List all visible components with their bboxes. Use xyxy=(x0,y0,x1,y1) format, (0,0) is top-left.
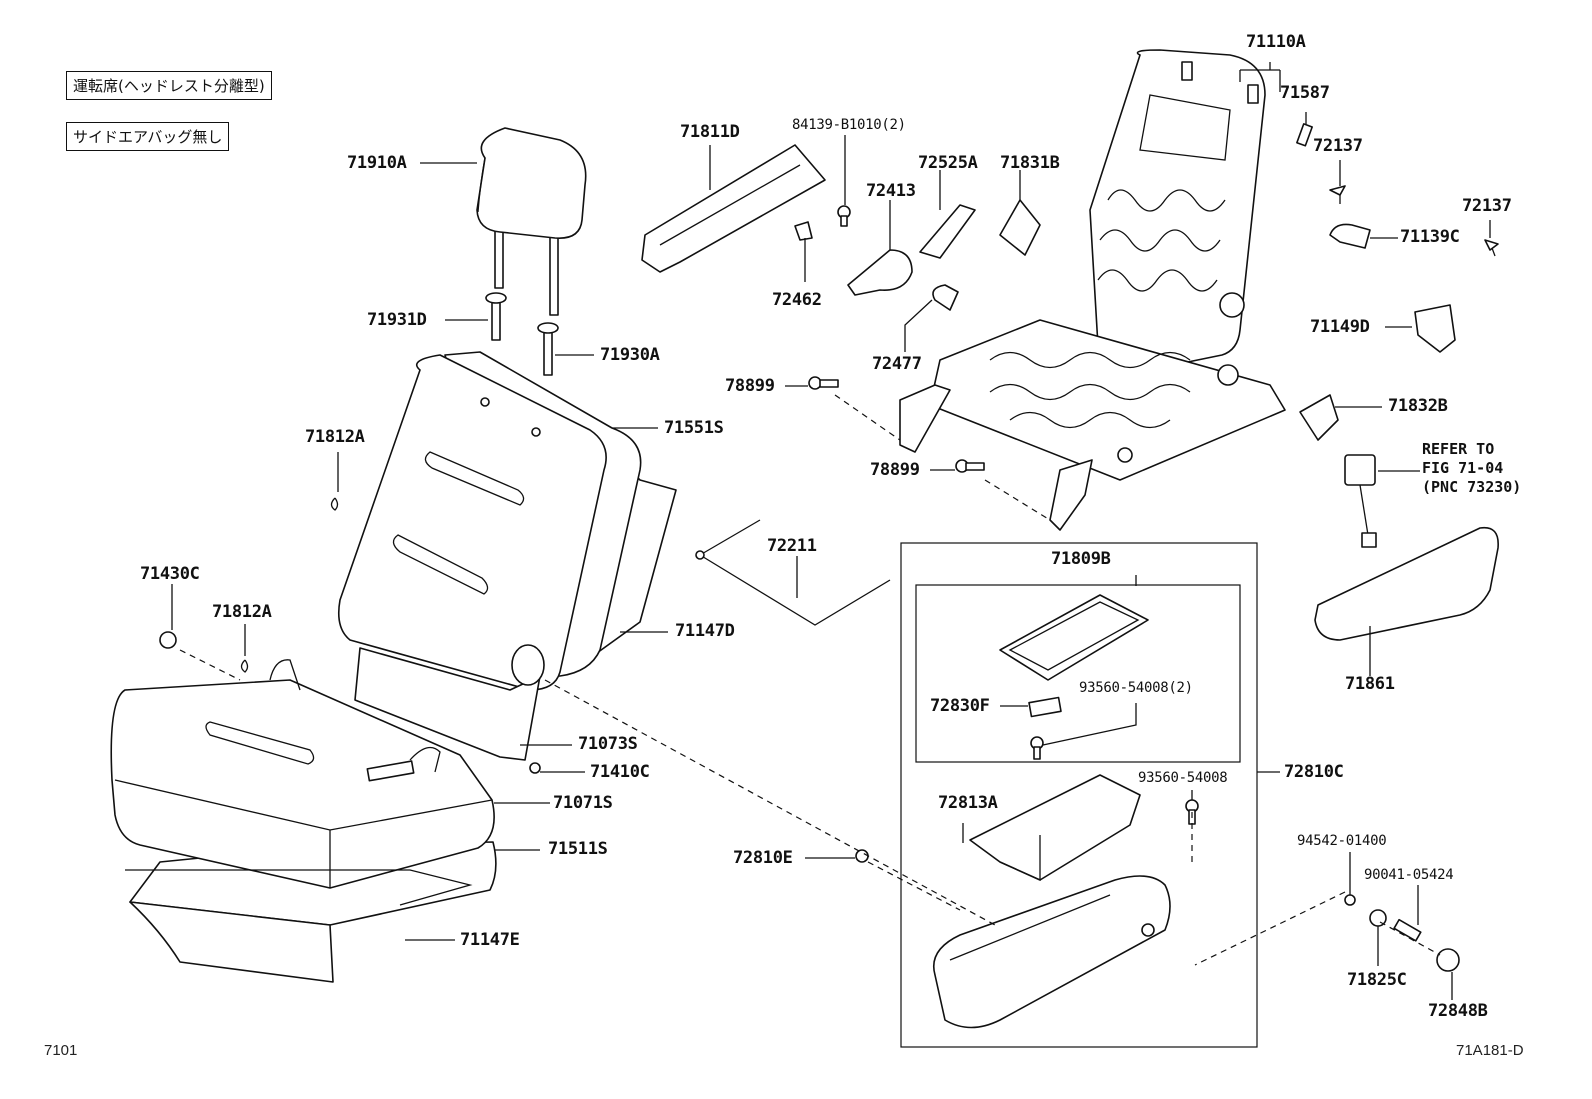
label-90041-05424[interactable]: 90041-05424 xyxy=(1364,867,1454,883)
note-no-side-airbag: サイドエアバッグ無し xyxy=(66,122,230,151)
hardware-78899b-drawing xyxy=(955,459,985,473)
label-72830F[interactable]: 72830F xyxy=(930,696,990,716)
seatback-drawing xyxy=(337,351,677,761)
label-71930A[interactable]: 71930A xyxy=(600,345,660,365)
wire-72211-drawing xyxy=(695,519,891,626)
label-71147D[interactable]: 71147D xyxy=(675,621,735,641)
footer-figure-number: 7101 xyxy=(44,1042,78,1059)
label-78899-b[interactable]: 78899 xyxy=(870,460,920,480)
label-93560-54008-2[interactable]: 93560-54008(2) xyxy=(1079,680,1193,696)
label-71587[interactable]: 71587 xyxy=(1280,83,1330,103)
label-71149D[interactable]: 71149D xyxy=(1310,317,1370,337)
label-71831B[interactable]: 71831B xyxy=(1000,153,1060,173)
hardware-71139C-drawing xyxy=(1329,223,1371,249)
label-71147E[interactable]: 71147E xyxy=(460,930,520,950)
label-84139-B1010[interactable]: 84139-B1010(2) xyxy=(792,117,906,133)
label-71825C[interactable]: 71825C xyxy=(1347,970,1407,990)
label-72477[interactable]: 72477 xyxy=(872,354,922,374)
label-71812A-b[interactable]: 71812A xyxy=(212,602,272,622)
hardware-71812Aa-drawing xyxy=(330,497,339,511)
hardware-72810E-drawing xyxy=(855,849,869,863)
label-71812A-a[interactable]: 71812A xyxy=(305,427,365,447)
seat-frame-drawing xyxy=(899,49,1286,531)
label-71139C[interactable]: 71139C xyxy=(1400,227,1460,247)
label-72525A[interactable]: 72525A xyxy=(918,153,978,173)
armrest-box-frame xyxy=(900,542,1258,1048)
label-72413[interactable]: 72413 xyxy=(866,181,916,201)
label-71110A[interactable]: 71110A xyxy=(1246,32,1306,52)
label-71551S[interactable]: 71551S xyxy=(664,418,724,438)
label-71931D[interactable]: 71931D xyxy=(367,310,427,330)
armrest-cover-drawing xyxy=(999,594,1149,681)
headrest-guides-drawing xyxy=(485,292,559,376)
label-72848B[interactable]: 72848B xyxy=(1428,1001,1488,1021)
label-72810C[interactable]: 72810C xyxy=(1284,762,1344,782)
dashed-assembly-lines xyxy=(179,394,1441,966)
label-71511S[interactable]: 71511S xyxy=(548,839,608,859)
hardware-90041-drawing xyxy=(1393,918,1422,942)
hardware-72477-drawing xyxy=(932,284,959,311)
label-71861[interactable]: 71861 xyxy=(1345,674,1395,694)
buckle-drawing xyxy=(1344,454,1377,548)
hardware-72525A-drawing xyxy=(919,204,976,259)
hardware-71831B-drawing xyxy=(999,199,1041,256)
armrest-subbox-frame xyxy=(915,584,1241,763)
label-72813A[interactable]: 72813A xyxy=(938,793,998,813)
hardware-94542-drawing xyxy=(1344,894,1356,906)
hardware-84139-drawing xyxy=(837,205,851,227)
seat-pad-drawing xyxy=(125,869,473,906)
hardware-71812Ab-drawing xyxy=(240,659,249,673)
label-71832B[interactable]: 71832B xyxy=(1388,396,1448,416)
hardware-71587-drawing xyxy=(1296,123,1313,147)
label-71809B[interactable]: 71809B xyxy=(1051,549,1111,569)
screw-93560a-drawing xyxy=(1030,736,1044,760)
headrest-drawing xyxy=(476,127,587,316)
hardware-72462-drawing xyxy=(794,221,813,241)
label-71811D[interactable]: 71811D xyxy=(680,122,740,142)
hardware-72137b-drawing xyxy=(1484,239,1499,257)
label-72462[interactable]: 72462 xyxy=(772,290,822,310)
hardware-72848B-drawing xyxy=(1436,948,1460,972)
hardware-71149D-drawing xyxy=(1414,304,1456,353)
footer-illustration-id: 71A181-D xyxy=(1456,1042,1524,1059)
hardware-72137a-drawing xyxy=(1329,185,1346,204)
hardware-71430C-drawing xyxy=(159,631,177,649)
label-71410C[interactable]: 71410C xyxy=(590,762,650,782)
label-71071S[interactable]: 71071S xyxy=(553,793,613,813)
label-78899-a[interactable]: 78899 xyxy=(725,376,775,396)
hardware-71832B-drawing xyxy=(1299,394,1339,441)
hardware-72413-drawing xyxy=(847,249,913,296)
leader-lines xyxy=(171,62,1491,1000)
label-71910A[interactable]: 71910A xyxy=(347,153,407,173)
label-94542-01400[interactable]: 94542-01400 xyxy=(1297,833,1387,849)
hardware-71811D-drawing xyxy=(641,144,826,273)
label-72137-a[interactable]: 72137 xyxy=(1313,136,1363,156)
label-71430C[interactable]: 71430C xyxy=(140,564,200,584)
hinge-72830F-drawing xyxy=(1028,696,1062,718)
trim-71861-drawing xyxy=(1314,526,1499,641)
label-72810E[interactable]: 72810E xyxy=(733,848,793,868)
armrest-base-drawing xyxy=(933,875,1171,1029)
label-71073S[interactable]: 71073S xyxy=(578,734,638,754)
label-72137-b[interactable]: 72137 xyxy=(1462,196,1512,216)
label-72211[interactable]: 72211 xyxy=(767,536,817,556)
note-refer: REFER TO FIG 71-04 (PNC 73230) xyxy=(1422,440,1522,496)
note-driver-seat: 運転席(ヘッドレスト分離型) xyxy=(66,71,272,100)
hardware-78899a-drawing xyxy=(808,376,839,390)
hardware-71410C-drawing xyxy=(529,762,541,774)
label-93560-54008[interactable]: 93560-54008 xyxy=(1138,770,1228,786)
console-72813A-drawing xyxy=(969,774,1141,882)
